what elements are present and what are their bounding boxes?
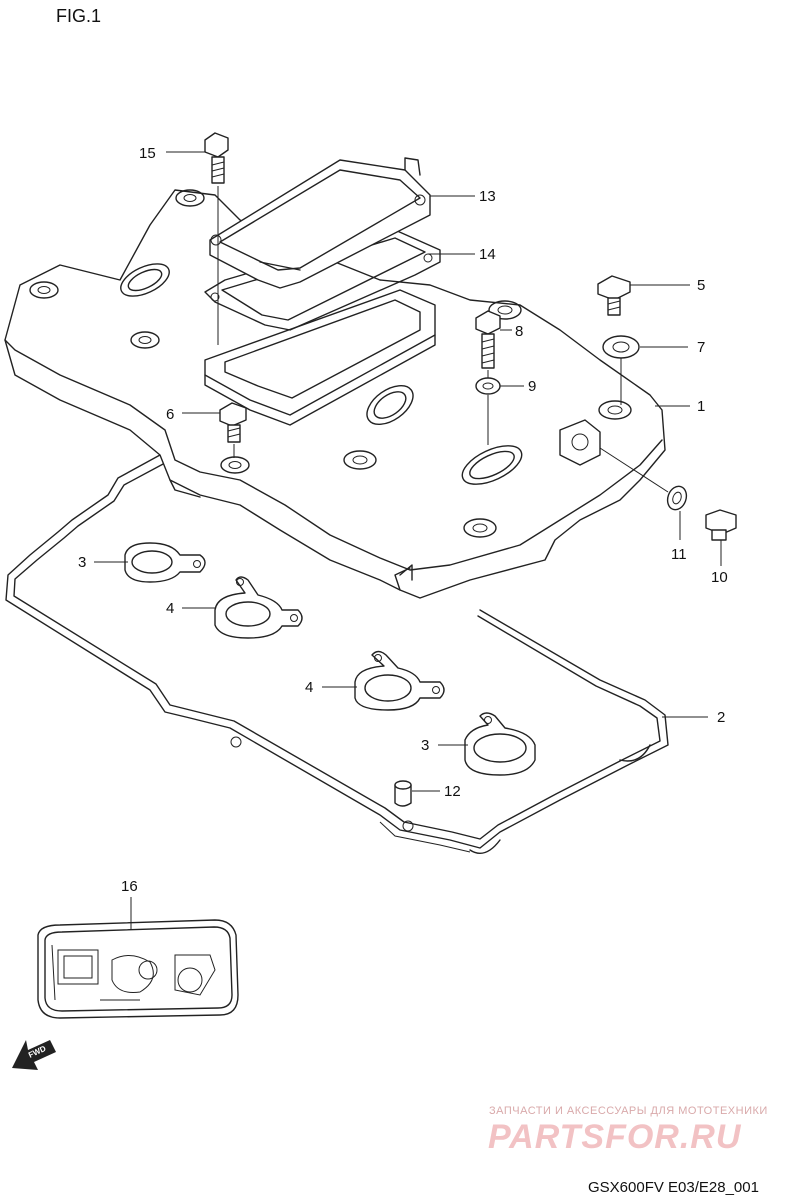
bolt-5 (597, 275, 631, 316)
watermark-tagline: ЗАПЧАСТИ И АКСЕССУАРЫ ДЛЯ МОТОТЕХНИКИ (489, 1105, 768, 1117)
bolt-8 (475, 310, 501, 378)
callout-4-lower: 4 (305, 679, 313, 696)
head-cover-gasket (5, 454, 669, 854)
callout-9: 9 (528, 378, 536, 395)
watermark: ЗАПЧАСТИ И АКСЕССУАРЫ ДЛЯ МОТОТЕХНИКИ PA… (488, 1105, 768, 1156)
washer-11 (599, 447, 688, 511)
callout-3-upper: 3 (78, 554, 86, 571)
callout-3-lower: 3 (421, 737, 429, 754)
bolt-15 (204, 132, 229, 345)
callout-13: 13 (479, 188, 496, 205)
cylinder-head-cover (4, 189, 666, 599)
callout-labels: 15 13 14 5 8 7 9 1 6 11 10 3 4 4 2 3 12 … (78, 145, 728, 895)
plug-gasket-3-upper (124, 542, 206, 583)
gasket-set-16 (37, 919, 239, 1019)
washer-9 (475, 377, 501, 445)
callout-15: 15 (139, 145, 156, 162)
plug-gasket-4-upper (214, 576, 303, 639)
plug-gasket-3-lower (464, 712, 536, 776)
bolt-6 (219, 402, 247, 458)
callout-12: 12 (444, 783, 461, 800)
plug-10 (705, 509, 737, 541)
figure-title: FIG.1 (56, 6, 101, 26)
leader-lines (94, 151, 722, 930)
watermark-brand: PARTSFOR.RU (488, 1118, 742, 1156)
callout-16: 16 (121, 878, 138, 895)
callout-4-upper: 4 (166, 600, 174, 617)
callout-10: 10 (711, 569, 728, 586)
dowel-pin-12 (394, 780, 412, 807)
callout-6: 6 (166, 406, 174, 423)
breather-cover (209, 157, 431, 289)
plug-gasket-4-lower (354, 650, 445, 711)
callout-8: 8 (515, 323, 523, 340)
callout-5: 5 (697, 277, 705, 294)
footer-code: GSX600FV E03/E28_001 (588, 1179, 759, 1196)
callout-2: 2 (717, 709, 725, 726)
callout-7: 7 (697, 339, 705, 356)
callout-11: 11 (671, 546, 687, 563)
fwd-arrow-icon: FWD (12, 1040, 56, 1070)
callout-1: 1 (697, 398, 705, 415)
washer-7 (602, 335, 640, 405)
callout-14: 14 (479, 246, 496, 263)
